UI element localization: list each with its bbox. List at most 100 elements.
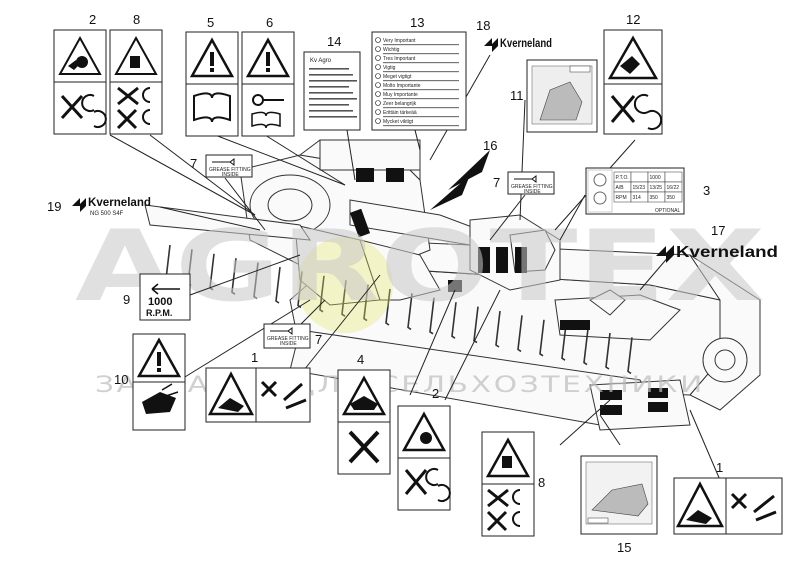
grease-label-text-2: INSIDE bbox=[222, 172, 239, 178]
callout-14: 14 bbox=[327, 34, 341, 49]
decal-6 bbox=[241, 31, 295, 137]
language-flag-icon bbox=[375, 55, 381, 61]
tine bbox=[385, 288, 391, 326]
pto-cell bbox=[630, 171, 649, 183]
warning-triangle-icon bbox=[485, 437, 531, 478]
tine bbox=[451, 302, 457, 339]
decal-14-title: Kv Agro bbox=[310, 58, 332, 64]
watermark: AGROTEX ЗАПЧАСТИ ДЛЯ СЕЛЬХОЗТЕХНИКИ bbox=[75, 210, 765, 398]
rotation-arrow-icon bbox=[81, 94, 95, 112]
decal-13-line: Zeer belangrijk bbox=[383, 101, 417, 107]
warning-triangle-icon bbox=[675, 481, 725, 528]
decal-14-text-line bbox=[309, 86, 349, 88]
rotation-arrow-icon bbox=[633, 94, 649, 114]
tine bbox=[495, 310, 501, 348]
pto-cell-text: 350 bbox=[667, 195, 676, 201]
decal-4 bbox=[337, 369, 391, 475]
warning-triangle-icon bbox=[401, 411, 447, 452]
brand-logo-19: Kverneland NG 500 S4F bbox=[72, 195, 151, 217]
decal-13-line: Vigtig bbox=[383, 65, 396, 71]
decal-13-line: Muy Importante bbox=[383, 92, 418, 98]
decal-13-subline bbox=[383, 44, 459, 46]
language-flag-icon bbox=[375, 37, 381, 43]
warning-triangle-icon bbox=[189, 37, 235, 78]
pto-cell-text: 16/22 bbox=[667, 185, 680, 191]
pto-cell-text: A/B bbox=[616, 185, 625, 191]
hand-icon bbox=[68, 60, 80, 70]
decal-5 bbox=[185, 31, 239, 137]
decal-13-subline bbox=[383, 89, 459, 91]
rotating-shaft-warning-icon bbox=[60, 94, 84, 120]
rotating-parts-icon bbox=[487, 488, 509, 508]
decal-13-subline bbox=[383, 71, 459, 73]
pto-cell-text: 314 bbox=[633, 195, 642, 201]
decal-15 bbox=[580, 455, 658, 535]
warning-triangle-icon bbox=[207, 371, 255, 416]
machine-figure-icon bbox=[130, 56, 140, 68]
tine bbox=[407, 293, 413, 331]
fan-icon bbox=[116, 108, 138, 130]
brand-logo-17: Kverneland bbox=[656, 244, 778, 263]
callout-8-top: 8 bbox=[133, 12, 140, 27]
machine-drawing bbox=[144, 139, 761, 431]
decal-14-text-line bbox=[309, 98, 357, 100]
tine bbox=[363, 284, 369, 322]
crushing-icon bbox=[350, 396, 378, 410]
decal-14-text-line bbox=[309, 104, 349, 106]
language-flag-icon bbox=[375, 46, 381, 52]
tine bbox=[319, 275, 325, 313]
machine-figure-icon bbox=[502, 456, 512, 468]
decal-13-subline bbox=[383, 62, 459, 64]
pto-cell-text: RPM bbox=[616, 195, 627, 201]
callout-4: 4 bbox=[357, 352, 364, 367]
decal-14-text-lines bbox=[309, 68, 357, 118]
callout-3: 3 bbox=[703, 183, 710, 198]
decal-13-line: Tres Important bbox=[383, 56, 416, 62]
grease-label-7-right: GREASE FITTING INSIDE bbox=[507, 171, 555, 195]
tine bbox=[517, 315, 523, 353]
rotating-parts-icon bbox=[117, 86, 139, 106]
tine bbox=[341, 280, 347, 317]
callout-numbers: 2 8 5 6 13 18 12 14 11 16 7 7 3 19 17 9 … bbox=[47, 12, 725, 555]
callout-2-top: 2 bbox=[89, 12, 96, 27]
callout-11: 11 bbox=[510, 88, 524, 103]
tine bbox=[253, 262, 259, 300]
cutting-tine-icon bbox=[686, 510, 712, 524]
rotation-arrow-icon bbox=[512, 489, 521, 505]
grease-gun-icon bbox=[212, 158, 235, 166]
tine bbox=[473, 306, 479, 344]
grease-label-text-2: INSIDE bbox=[280, 341, 297, 347]
watermark-gear-emblem bbox=[297, 237, 393, 333]
decal-14-text-line bbox=[309, 68, 349, 70]
callout-12: 12 bbox=[626, 12, 640, 27]
callout-2-bottom: 2 bbox=[432, 386, 439, 401]
grease-gun-icon bbox=[270, 327, 293, 335]
tine bbox=[539, 319, 545, 357]
warning-triangle-icon bbox=[136, 337, 182, 378]
pto-cell-text: P.T.O. bbox=[616, 175, 629, 181]
gearbox-icon bbox=[587, 169, 613, 213]
decal-13-subline bbox=[383, 116, 459, 118]
pto-cell bbox=[664, 171, 683, 183]
manual-book-icon bbox=[193, 92, 231, 123]
decal-13-line: Very Important bbox=[383, 38, 416, 44]
callout-1-left: 1 bbox=[251, 350, 258, 365]
tine bbox=[429, 297, 435, 335]
language-flag-icon bbox=[375, 82, 381, 88]
tines bbox=[165, 244, 633, 375]
language-flag-icon bbox=[375, 118, 381, 124]
direction-arrow-icon bbox=[151, 283, 180, 295]
brand-name-19: Kverneland bbox=[88, 195, 151, 209]
pto-cell-text: 15/23 bbox=[633, 185, 646, 191]
foot-injury-icon bbox=[730, 492, 748, 510]
language-flag-icon bbox=[375, 64, 381, 70]
tine bbox=[561, 324, 567, 361]
brand-logo-18: Kverneland bbox=[484, 36, 552, 52]
callout-7-bottom: 7 bbox=[315, 332, 322, 347]
decal-13-subline bbox=[383, 125, 459, 127]
callout-7-right: 7 bbox=[493, 175, 500, 190]
grease-label-7-left: GREASE FITTING INSIDE bbox=[205, 154, 253, 178]
callout-1-right: 1 bbox=[716, 460, 723, 475]
